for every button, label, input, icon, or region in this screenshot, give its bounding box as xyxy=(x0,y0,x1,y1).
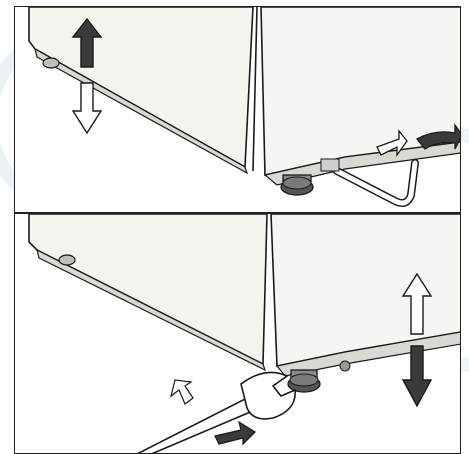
screw-icon xyxy=(339,360,351,372)
panel-hex-key-adjustment xyxy=(14,6,461,213)
up-arrow-icon xyxy=(71,17,103,68)
down-arrow-icon-2 xyxy=(401,345,433,408)
left-foot xyxy=(42,57,60,69)
appliance-left-body xyxy=(28,7,254,169)
adjustable-foot-icon xyxy=(280,174,314,196)
panel-wrench-adjustment xyxy=(14,213,461,454)
rotate-arrow-icon-dark xyxy=(416,122,460,150)
down-arrow-icon xyxy=(71,82,103,135)
up-arrow-icon-2 xyxy=(401,272,433,335)
rotate-arrow-icon xyxy=(376,129,408,158)
wrench-icon xyxy=(137,371,296,453)
appliance-left-base xyxy=(34,47,249,175)
appliance-left-body-2 xyxy=(28,214,268,366)
adjustable-foot-icon-2 xyxy=(287,369,321,393)
rotate-arrow-icon-light xyxy=(170,379,194,405)
rotate-arrow-icon-dark-2 xyxy=(214,420,256,446)
